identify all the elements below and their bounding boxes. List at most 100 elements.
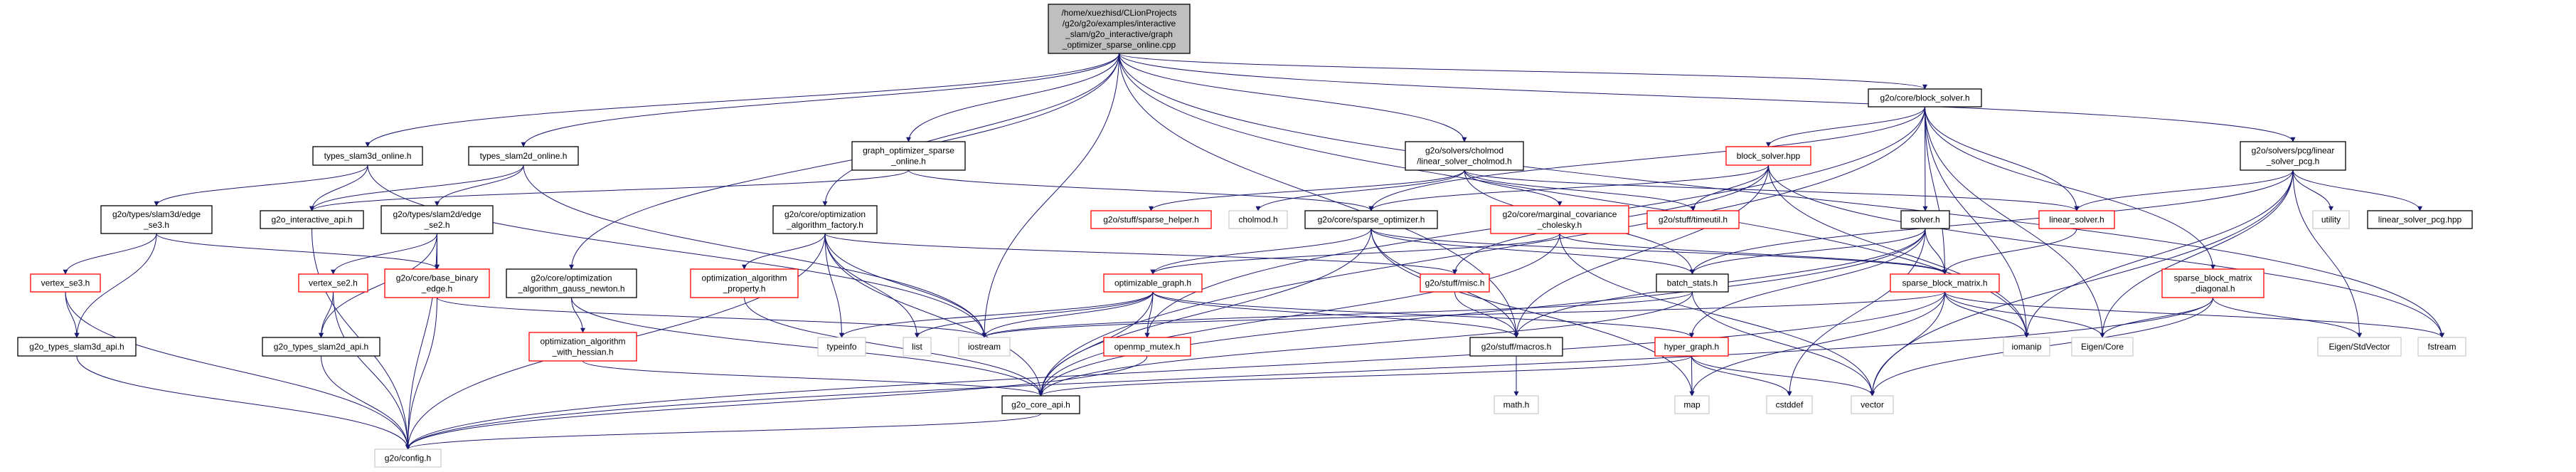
node-label: g2o/types/slam2d/edge_se2.h — [393, 209, 481, 230]
node-with_hessian[interactable]: optimization_algorithm_with_hessian.h — [528, 332, 637, 362]
edge-gauss_newton-to-with_hessian — [571, 297, 585, 333]
node-vertex_se3[interactable]: vertex_se3.h — [30, 273, 101, 293]
node-list: list — [903, 337, 932, 357]
edge-root-to-linear_solver_cholmod — [1119, 53, 1467, 142]
node-label: g2o/stuff/misc.h — [1425, 278, 1485, 288]
node-linear_solver_pcg_hpp[interactable]: linear_solver_pcg.hpp — [2367, 210, 2473, 229]
edge-slam2d_api-to-config — [321, 355, 410, 450]
edge-optimizable_graph-to-list — [915, 291, 1154, 338]
edge-batch_stats-to-vector — [1692, 291, 1875, 397]
node-label: vertex_se3.h — [41, 278, 90, 288]
node-openmp_mutex[interactable]: openmp_mutex.h — [1103, 337, 1191, 357]
node-box — [1090, 210, 1212, 229]
node-root[interactable]: /home/xuezhisd/CLionProjects/g2o/g2o/exa… — [1048, 4, 1191, 54]
node-iomanip: iomanip — [2003, 337, 2050, 357]
node-label: vertex_se2.h — [309, 278, 358, 288]
node-base_binary_edge[interactable]: g2o/core/base_binary_edge.h — [384, 268, 490, 298]
node-linear_solver_cholmod[interactable]: g2o/solvers/cholmod/linear_solver_cholmo… — [1405, 141, 1524, 171]
node-linear_solver_pcg[interactable]: g2o/solvers/pcg/linear_solver_pcg.h — [2240, 141, 2346, 171]
node-box — [298, 273, 368, 293]
node-core_api[interactable]: g2o_core_api.h — [1001, 395, 1080, 414]
edge-batch_stats-to-core_api — [1038, 291, 1693, 397]
node-label: math.h — [1503, 400, 1530, 410]
edge-sparse_block_matrix_diagonal-to-eigen_core — [2099, 297, 2213, 338]
node-sparse_block_matrix[interactable]: sparse_block_matrix.h — [1890, 273, 2000, 293]
node-sparse_helper[interactable]: g2o/stuff/sparse_helper.h — [1090, 210, 1212, 229]
node-box — [528, 332, 637, 362]
edge-root-to-linear_solver_pcg — [1119, 53, 2296, 142]
edge-algorithm_property-to-core_api — [744, 297, 1043, 397]
node-label: list — [912, 342, 922, 352]
edge-types_slam2d_online-to-iostream — [523, 164, 987, 338]
node-sparse_block_matrix_diagonal[interactable]: sparse_block_matrix_diagonal.h — [2161, 268, 2264, 298]
edge-vertex_se3-to-slam3d_api — [65, 291, 80, 338]
node-label: types_slam3d_online.h — [324, 151, 412, 161]
node-box — [1001, 395, 1080, 414]
edge-sparse_optimizer-to-core_api — [1038, 228, 1372, 397]
node-batch_stats[interactable]: batch_stats.h — [1656, 273, 1729, 293]
node-vertex_se2[interactable]: vertex_se2.h — [298, 273, 368, 293]
node-marginal_covariance[interactable]: g2o/core/marginal_covariance_cholesky.h — [1490, 205, 1629, 234]
edge-optimization_algorithm_factory-to-algorithm_property — [742, 233, 826, 270]
node-types_slam2d_online[interactable]: types_slam2d_online.h — [468, 146, 579, 166]
node-optimization_algorithm_factory[interactable]: g2o/core/optimization_algorithm_factory.… — [772, 205, 878, 234]
node-label: g2o/config.h — [385, 453, 431, 463]
node-box — [2312, 210, 2350, 229]
edge-optimization_algorithm_factory-to-misc — [824, 233, 1457, 275]
node-edge_se2[interactable]: g2o/types/slam2d/edge_se2.h — [380, 205, 494, 234]
node-block_solver_hpp[interactable]: block_solver.hpp — [1725, 146, 1811, 166]
edge-block_solver_hpp-to-sparse_optimizer — [1368, 164, 1769, 211]
node-box — [2071, 337, 2134, 357]
node-label: g2o_types_slam3d_api.h — [29, 342, 124, 352]
node-optimizable_graph[interactable]: optimizable_graph.h — [1103, 273, 1203, 293]
node-cstddef: cstddef — [1766, 395, 1813, 414]
node-label: graph_optimizer_sparse_online.h — [863, 146, 954, 167]
node-box — [1656, 273, 1729, 293]
node-box — [1103, 273, 1203, 293]
node-types_slam3d_online[interactable]: types_slam3d_online.h — [312, 146, 423, 166]
node-macros[interactable]: g2o/stuff/macros.h — [1469, 337, 1563, 357]
node-box — [1048, 4, 1191, 54]
node-iostream: iostream — [958, 337, 1011, 357]
edge-marginal_covariance-to-core_api — [1038, 233, 1560, 397]
node-solver_h[interactable]: solver.h — [1900, 210, 1950, 229]
node-cholmod: cholmod.h — [1228, 210, 1288, 229]
edge-linear_solver_pcg-to-eigen_core — [2099, 169, 2294, 338]
edge-root-to-iostream — [981, 53, 1119, 338]
node-label: iomanip — [2011, 342, 2041, 352]
edge-marginal_covariance-to-sparse_block_matrix — [1559, 233, 1947, 275]
edge-optimizable_graph-to-hyper_graph — [1152, 291, 1694, 338]
edge-solver_h-to-sparse_block_matrix — [1925, 228, 1947, 275]
edge-optimizable_graph-to-typeinfo — [839, 291, 1154, 338]
node-gauss_newton[interactable]: g2o/core/optimization_algorithm_gauss_ne… — [506, 268, 637, 298]
node-math: math.h — [1494, 395, 1539, 414]
node-label: Eigen/StdVector — [2328, 342, 2390, 352]
edge-misc-to-macros — [1454, 291, 1519, 338]
edge-linear_solver_pcg-to-linear_solver_pcg_hpp — [2292, 169, 2422, 211]
node-box — [2417, 337, 2466, 357]
edge-gauss_newton-to-core_api — [571, 297, 1043, 397]
node-label: g2o/stuff/sparse_helper.h — [1103, 215, 1199, 225]
node-misc[interactable]: g2o/stuff/misc.h — [1420, 273, 1490, 293]
node-label: optimizable_graph.h — [1114, 278, 1191, 288]
edge-sparse_block_matrix-to-iomanip — [1944, 291, 2029, 338]
edge-slam3d_api-to-config — [76, 355, 410, 450]
node-edge_se3[interactable]: g2o/types/slam3d/edge_se3.h — [100, 205, 213, 234]
edge-root-to-types_slam3d_online — [365, 53, 1119, 147]
edge-solver_h-to-hyper_graph — [1689, 228, 1926, 338]
node-label: g2o_types_slam2d_api.h — [274, 342, 368, 352]
node-hyper_graph[interactable]: hyper_graph.h — [1654, 337, 1729, 357]
node-slam3d_api[interactable]: g2o_types_slam3d_api.h — [17, 337, 137, 357]
node-algorithm_property[interactable]: optimization_algorithm_property.h — [690, 268, 799, 298]
edge-block_solver_hpp-to-macros — [1513, 164, 1769, 338]
node-g2o_interactive_api[interactable]: g2o_interactive_api.h — [260, 210, 364, 229]
node-slam2d_api[interactable]: g2o_types_slam2d_api.h — [262, 337, 380, 357]
node-linear_solver_h[interactable]: linear_solver.h — [2038, 210, 2115, 229]
node-box — [374, 449, 442, 468]
node-graph_optimizer_sparse_online[interactable]: graph_optimizer_sparse_online.h — [851, 141, 966, 171]
node-box — [1228, 210, 1288, 229]
node-box — [1304, 210, 1438, 229]
node-timeutil[interactable]: g2o/stuff/timeutil.h — [1646, 210, 1740, 229]
node-block_solver_h[interactable]: g2o/core/block_solver.h — [1868, 88, 1982, 107]
node-sparse_optimizer[interactable]: g2o/core/sparse_optimizer.h — [1304, 210, 1438, 229]
